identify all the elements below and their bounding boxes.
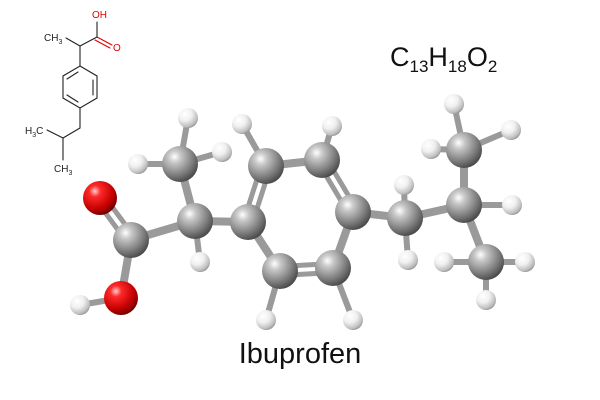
carbon-atom: [177, 203, 213, 239]
carbon-atom: [446, 187, 482, 223]
methyl-left-label: H3C: [25, 126, 43, 139]
hydrogen-atom: [128, 154, 148, 174]
carbon-atom: [230, 204, 266, 240]
hydrogen-atom: [232, 114, 252, 134]
carbon-atom: [335, 194, 371, 230]
skeletal-bond: [66, 71, 79, 80]
hydrogen-atom: [434, 252, 454, 272]
skeletal-bond: [66, 94, 79, 103]
skeletal-bond: [79, 36, 98, 47]
carbon-atom: [162, 146, 198, 182]
skeletal-bond: [96, 36, 113, 46]
hydrogen-atom: [501, 120, 521, 140]
carbon-atom: [315, 250, 351, 286]
hydrogen-atom: [322, 116, 342, 136]
atom-layer: [70, 94, 535, 330]
hydrogen-atom: [190, 252, 210, 272]
skeletal-bond: [65, 37, 81, 47]
skeletal-formula: [46, 21, 113, 161]
skeletal-ring: [62, 65, 98, 109]
carbon-atom: [262, 253, 298, 289]
carbon-atom: [304, 142, 340, 178]
hydrogen-atom: [256, 310, 276, 330]
skeletal-labels: OH O CH3 H3C CH3: [25, 10, 121, 177]
hydrogen-atom: [212, 142, 232, 162]
methyl-bottom-label: CH3: [54, 164, 72, 177]
carbon-atom: [387, 200, 423, 236]
hydrogen-atom: [398, 250, 418, 270]
skeletal-bond: [46, 129, 64, 139]
hydrogen-atom: [178, 108, 198, 128]
skeletal-bond: [62, 127, 81, 139]
carbon-atom: [113, 222, 149, 258]
hydroxyl-label: OH: [92, 10, 107, 21]
hydrogen-atom: [394, 175, 414, 195]
hydrogen-atom: [476, 290, 496, 310]
methyl-top-label: CH3: [44, 33, 62, 46]
hydrogen-atom: [502, 195, 522, 215]
carbon-atom: [446, 132, 482, 168]
hydrogen-atom: [421, 139, 441, 159]
hydrogen-atom: [343, 310, 363, 330]
skeletal-bond: [94, 39, 111, 49]
hydrogen-atom: [444, 94, 464, 114]
carbonyl-oxygen-label: O: [113, 43, 121, 54]
compound-name: Ibuprofen: [238, 338, 362, 370]
hydrogen-atom: [70, 295, 90, 315]
hydrogen-atom: [515, 252, 535, 272]
carbon-atom: [468, 244, 504, 280]
oxygen-atom: [104, 281, 138, 315]
oxygen-atom: [83, 181, 117, 215]
molecular-formula: C13H18O2: [390, 42, 498, 76]
carbon-atom: [248, 148, 284, 184]
